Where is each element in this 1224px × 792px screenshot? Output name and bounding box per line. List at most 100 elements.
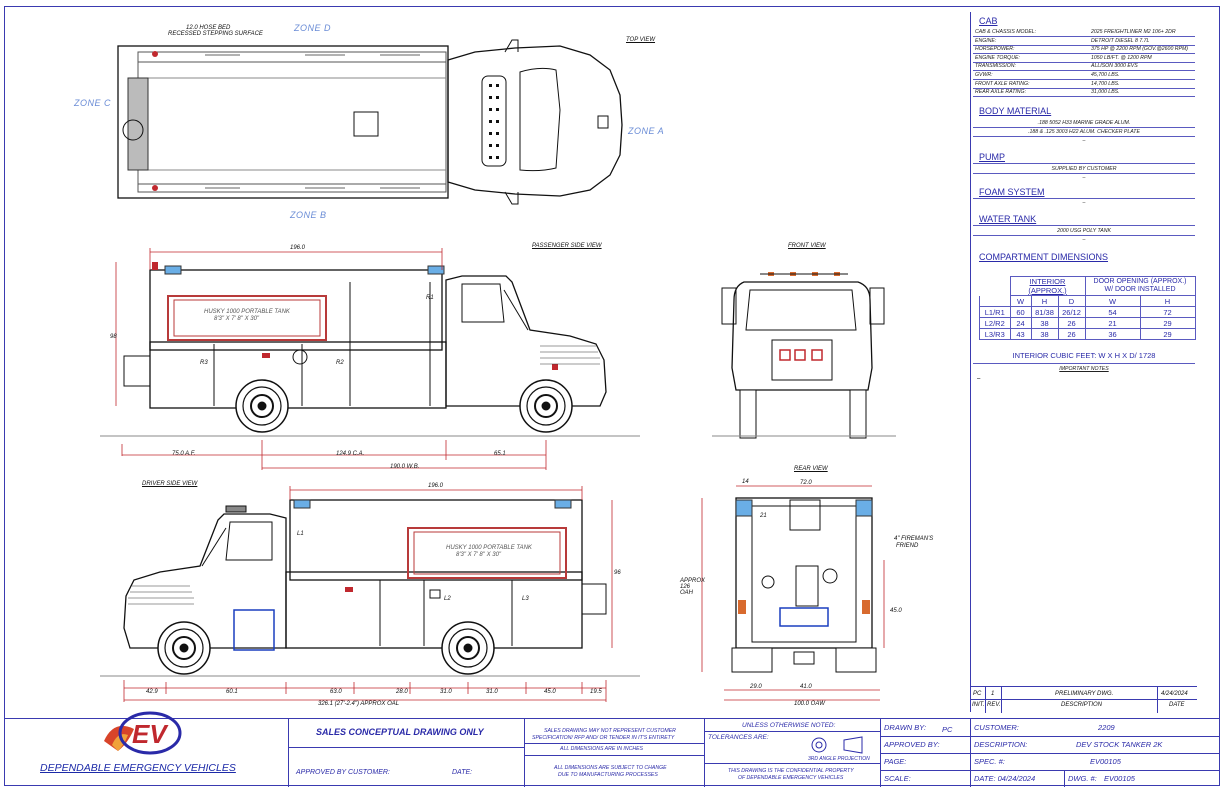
- cab-spec-value: 31,000 LBS.: [1091, 89, 1120, 96]
- note-2: ALL DIMENSIONS ARE IN INCHES: [560, 746, 644, 752]
- dwg-label: DWG. #:: [1068, 774, 1097, 783]
- r-bottom-2: 41.0: [800, 684, 812, 690]
- cab-spec-value: ALLISON 3000 EVS: [1091, 63, 1138, 70]
- r-overall-w: 100.0 OAW: [794, 701, 825, 707]
- compartment-cell-id: L3/R3: [979, 328, 1011, 340]
- drawn-by-label: DRAWN BY:: [884, 723, 927, 732]
- p-rearoh-dim: 75.0 A.F.: [172, 451, 196, 457]
- confidential-b: OF DEPENDABLE EMERGENCY VEHICLES: [738, 775, 844, 781]
- cab-spec-key: CAB & CHASSIS MODEL:: [975, 29, 1037, 35]
- p-front-dim: 65.1: [494, 451, 506, 457]
- d-comp-l1: L1: [297, 531, 304, 537]
- cab-spec-row: REAR AXLE RATING:31,000 LBS.: [973, 88, 1195, 98]
- compartment-cell-dh: 29: [1139, 317, 1196, 329]
- body-line-2: .188 & .125 3003 H22 ALUM. CHECKER PLATE: [1028, 129, 1140, 135]
- customer-label: CUSTOMER:: [974, 723, 1019, 732]
- p-tank-label: HUSKY 1000 PORTABLE TANK: [204, 309, 290, 315]
- dev-logo: EV: [104, 711, 182, 755]
- pump-line-2: –: [1082, 175, 1086, 181]
- cab-spec-row: ENGINE TORQUE: 1050 LB/FT. @ 1200 RPM: [973, 54, 1195, 63]
- front-view: [712, 272, 896, 439]
- company-name: DEPENDABLE EMERGENCY VEHICLES: [40, 762, 236, 774]
- cab-spec-key: TRANSMISSION:: [975, 63, 1016, 70]
- cab-spec-value: DETROIT DIESEL 8 7.7L: [1091, 37, 1150, 44]
- cab-spec-value: 45,700 LBS.: [1091, 72, 1120, 78]
- p-wb-dim: 190.0 W.B.: [390, 464, 420, 470]
- cab-spec-row: GVWR: 45,700 LBS.: [973, 71, 1195, 80]
- rev-h-rev: REV.: [987, 702, 1001, 708]
- d-dim-6: 31.0: [486, 689, 498, 695]
- note-1b: SPECIFICATION/ RFP AND/ OR TENDER IN IT'…: [532, 735, 675, 741]
- svg-text:EV: EV: [132, 719, 169, 749]
- d-dim-4: 28.0: [396, 689, 408, 695]
- p-height-dim: 98: [110, 334, 117, 340]
- comp-head-interior: INTERIOR (APPROX.): [1009, 276, 1086, 296]
- d-dim-8: 19.5: [590, 689, 602, 695]
- zone-c-label: ZONE C: [74, 98, 112, 108]
- scale-label: SCALE:: [884, 774, 911, 783]
- cab-spec-key: FRONT AXLE RATING:: [975, 80, 1030, 87]
- cab-spec-key: ENGINE:: [975, 37, 997, 44]
- d-oal-dim: 326.1 (27'-2.4") APPROX OAL: [318, 701, 400, 707]
- spec-panel: CAB CAB & CHASSIS MODEL:2025 FREIGHTLINE…: [970, 12, 1197, 713]
- hose-bed-note: 12.0 HOSE BED: [186, 25, 231, 31]
- r-fireman-2: FRIEND: [896, 543, 919, 549]
- rear-view-title: REAR VIEW: [794, 466, 828, 472]
- cab-spec-key: GVWR:: [975, 72, 993, 78]
- zone-a-label: ZONE A: [628, 126, 665, 136]
- d-dim-3: 63.0: [330, 689, 342, 695]
- approved-by-label: APPROVED BY:: [884, 740, 940, 749]
- cab-spec-key: ENGINE TORQUE:: [975, 54, 1020, 61]
- rev-h-init: INIT.: [972, 702, 985, 708]
- p-tank-size: 8'3" X 7' 8" X 30": [214, 316, 260, 322]
- comp-head-door: DOOR OPENING (APPROX.)W/ DOOR INSTALLED: [1084, 276, 1196, 296]
- top-view: [117, 39, 623, 205]
- compartment-cell-dw: 21: [1084, 317, 1141, 329]
- p-overall-dim: 196.0: [290, 245, 306, 251]
- compartment-cell-d: 26/12: [1057, 306, 1086, 318]
- hose-bed-note-2: RECESSED STEPPING SURFACE: [168, 31, 263, 37]
- cab-spec-row: FRONT AXLE RATING: 14,700 LBS.: [973, 80, 1195, 89]
- driver-view-title: DRIVER SIDE VIEW: [142, 481, 198, 487]
- d-dim-1: 42.9: [146, 689, 158, 695]
- note-1a: SALES DRAWING MAY NOT REPRESENT CUSTOMER: [544, 728, 676, 734]
- tank-line-1: 2000 USG POLY TANK: [1057, 228, 1111, 234]
- rev-num: 1: [991, 691, 995, 697]
- cab-spec-row: TRANSMISSION: ALLISON 3000 EVS: [973, 62, 1195, 72]
- comp-col-dh: H: [1139, 295, 1196, 307]
- r-bottom-1: 29.0: [750, 684, 762, 690]
- approved-date-label: DATE:: [452, 769, 473, 776]
- cab-spec-key: HORSEPOWER:: [975, 46, 1015, 53]
- rear-view: [701, 485, 885, 701]
- notes-dash: –: [977, 376, 981, 382]
- rev-date: 4/24/2024: [1161, 691, 1188, 697]
- rev-h-date: DATE: [1169, 702, 1185, 708]
- customer-value: 2209: [1098, 723, 1115, 732]
- d-tank-label: HUSKY 1000 PORTABLE TANK: [446, 545, 532, 551]
- zone-b-label: ZONE B: [290, 210, 327, 220]
- r-top-width: 72.0: [800, 480, 812, 486]
- notes-title: IMPORTANT NOTES: [1059, 366, 1109, 372]
- sales-label: SALES CONCEPTUAL DRAWING ONLY: [316, 727, 484, 737]
- body-line-3: –: [1082, 138, 1086, 144]
- cab-spec-value: 375 HP @ 2200 RPM (GOV.@2600 RPM): [1091, 46, 1189, 53]
- cab-spec-value: 1050 LB/FT. @ 1200 RPM: [1091, 54, 1152, 61]
- rev-desc: PRELIMINARY DWG.: [1055, 691, 1114, 697]
- spec-value: EV00105: [1090, 757, 1121, 766]
- cab-spec-value: 14,700 LBS.: [1091, 80, 1120, 87]
- compartment-cell-d: 26: [1057, 328, 1086, 340]
- compartment-cell-w: 43: [1009, 328, 1032, 340]
- body-title: BODY MATERIAL: [979, 106, 1052, 116]
- approved-customer-label: APPROVED BY CUSTOMER:: [296, 769, 390, 776]
- rev-h-desc: DESCRIPTION: [1061, 702, 1103, 708]
- p-comp-r2: R2: [336, 360, 344, 366]
- tank-title: WATER TANK: [979, 214, 1037, 224]
- d-comp-l2: L2: [444, 596, 451, 602]
- comp-col-h: H: [1030, 295, 1059, 307]
- drawing-sheet: [4, 6, 1220, 786]
- r-side-height: APPROX 126 OAH: [680, 578, 706, 596]
- projection-label: 3RD ANGLE PROJECTION: [808, 756, 870, 762]
- compartment-cell-id: L2/R2: [979, 317, 1011, 329]
